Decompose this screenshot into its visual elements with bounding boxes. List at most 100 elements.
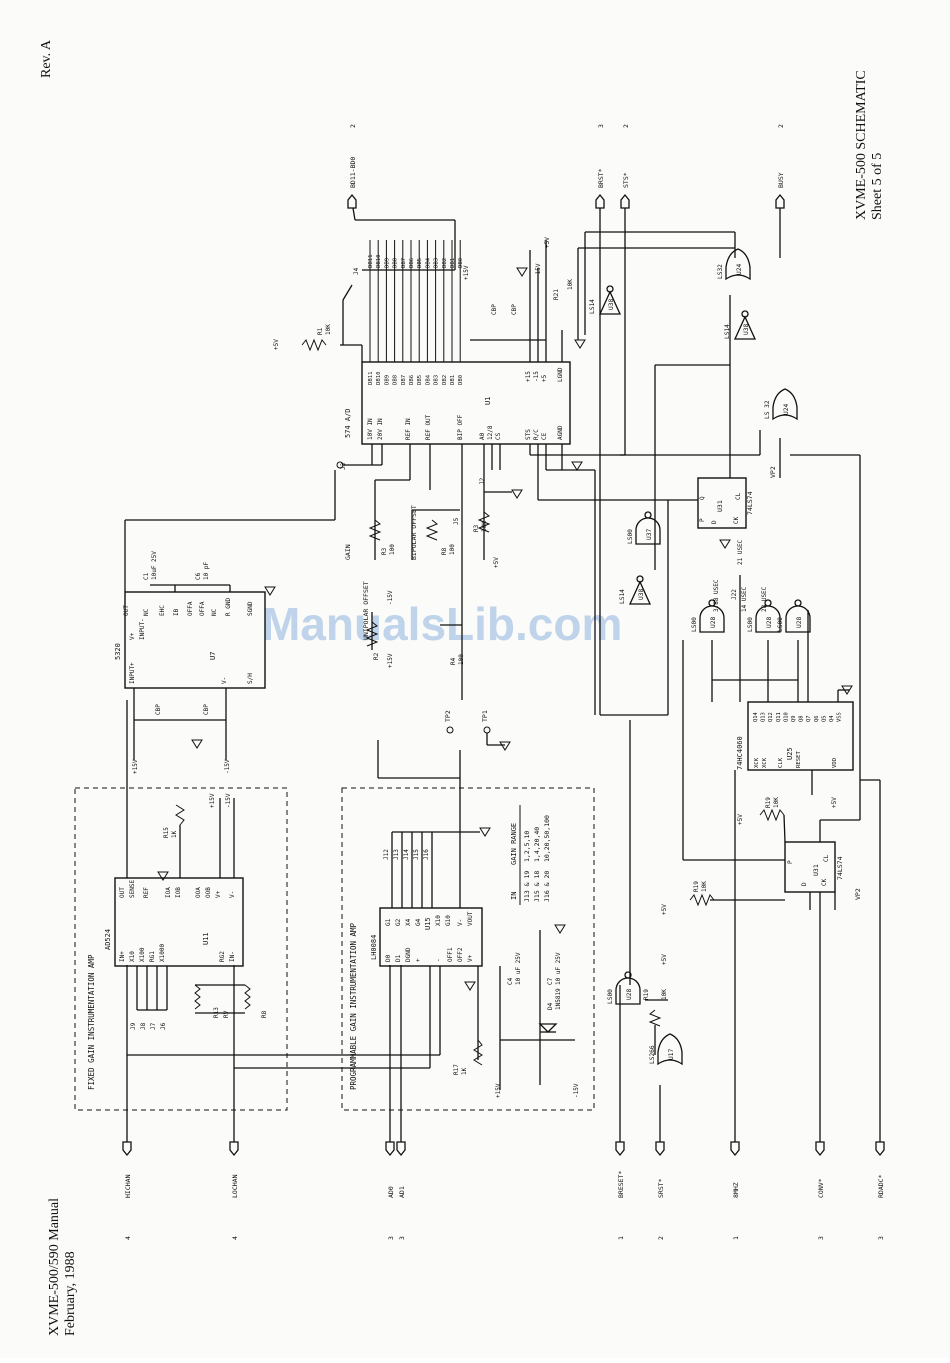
c7-label: C7: [547, 977, 554, 985]
vp2-lower: VP2: [854, 888, 862, 900]
sh-minus15: -15V: [224, 759, 231, 774]
adc574-bit-db5: DB5: [417, 375, 423, 385]
svg-text:P: P: [699, 518, 706, 522]
sh5320-pin-8: EHC: [159, 605, 166, 616]
jumper-j14: J14: [403, 849, 410, 860]
gain-row-2-range: 1,4,20,40: [533, 827, 541, 862]
svg-text:LS266: LS266: [649, 1045, 656, 1064]
adc574-bus-label-db2: DB2: [442, 258, 448, 268]
programmable-gain-frame: [341, 787, 595, 1111]
ad524-ref: AD524: [104, 929, 112, 950]
r3-label: R3: [473, 524, 480, 532]
manual-date: February, 1988: [63, 1251, 78, 1336]
r19-label: R19: [693, 881, 700, 892]
svg-text:4: 4: [124, 1236, 132, 1240]
adc574-pin-14: +15: [525, 371, 532, 382]
lh0084-plus15: +15V: [495, 1083, 502, 1098]
hc4060-lower-pin-1: XCK: [754, 757, 760, 768]
svg-text:2: 2: [349, 124, 357, 128]
sh5320-pin-11: OFFA: [199, 601, 206, 616]
adc574-pin-10: R/C: [533, 429, 540, 440]
r11-label: R15: [163, 827, 170, 838]
unipolar-offset-label: UNIPOLAR OFFSET: [362, 581, 370, 640]
adc574-pin-3: REF IN: [405, 418, 412, 440]
svg-text:2: 2: [657, 1236, 665, 1240]
svg-text:1: 1: [617, 1236, 625, 1240]
flipflop-u31-upper: 74LS74 U31 Q CL P D CK: [697, 477, 754, 529]
svg-text:LS00: LS00: [747, 617, 754, 632]
manual-title: XVME-500/590 Manual: [47, 1198, 62, 1336]
svg-text:LS00: LS00: [691, 617, 698, 632]
adc574-pin-2: 20V IN: [377, 418, 384, 440]
c1-label: R21: [553, 289, 560, 300]
revision-label: Rev. A: [39, 39, 54, 78]
adc-plus5: +5V: [544, 237, 551, 248]
lh0084-pin-8: V+: [467, 954, 474, 962]
adc574-bus-label-db10: DB10: [376, 255, 382, 268]
lh0084-pin-2: D1: [395, 954, 402, 962]
svg-text:RDADC*: RDADC*: [877, 1174, 885, 1198]
svg-text:U24: U24: [783, 404, 790, 415]
lh0084-pin-6: OFF1: [447, 947, 454, 962]
adc574-bit-db7: DB7: [401, 375, 407, 385]
svg-text:SRST*: SRST*: [657, 1178, 665, 1198]
lh0084-pin-16: VOUT: [467, 911, 474, 926]
ad524-pin-10: REF: [143, 887, 150, 898]
hc4060-pin-q10: Q10: [783, 712, 789, 722]
svg-text:2: 2: [622, 124, 630, 128]
adc574-data-bits: DB11DB11DB10DB10DB9DB9DB8DB8DB7DB7DB6DB6…: [368, 240, 464, 385]
svg-text:HICHAN: HICHAN: [124, 1174, 132, 1198]
svg-text:LS00: LS00: [607, 989, 614, 1004]
sh5320-pin-7: NC: [143, 608, 150, 616]
svg-text:CL: CL: [823, 854, 830, 862]
hc4060-pin-q14: Q14: [753, 712, 759, 722]
svg-text:BRESET*: BRESET*: [617, 1171, 625, 1198]
ad524-pin-8: OUT: [119, 887, 126, 898]
sh5320-pin-3: V+: [129, 632, 136, 640]
adc574-bus-label-db8: DB8: [393, 257, 399, 268]
sheet-number: Sheet 5 of 5: [870, 153, 885, 220]
hc4060-pin-q4: Q4: [829, 716, 835, 723]
adc574-bit-db6: DB6: [409, 375, 415, 385]
hc4060-lower-pin-5: VDD: [832, 757, 838, 768]
flipflop-u31-lower: 74LS74 U31 P D CK CL: [784, 841, 844, 893]
sh5320-pin-5: S/H: [247, 673, 254, 684]
svg-text:U28: U28: [626, 989, 633, 1000]
adc574-bit-db11: DB11: [368, 372, 374, 385]
svg-text:1: 1: [732, 1236, 740, 1240]
r3-plus5: +5V: [493, 557, 500, 568]
ad524-pin-14: OOB: [205, 887, 212, 898]
hc4060-pin-q13: Q13: [761, 712, 767, 722]
r15-label: R19: [643, 989, 650, 1000]
adc574-bus-label-db3: DB3: [434, 258, 440, 268]
hc4060-ref: 74HC4060: [736, 736, 744, 770]
sh5320-pin-12: NC: [211, 608, 218, 616]
adc574-name: U1: [484, 397, 492, 405]
lh0084-pin-9: G1: [385, 918, 392, 926]
tp2-label: TP2: [444, 710, 452, 722]
lh0084-pin-3: DGND: [405, 947, 412, 962]
unipolar-minus15: -15V: [387, 590, 394, 605]
svg-text:U28: U28: [710, 617, 717, 628]
lh0084-pin-10: G2: [395, 918, 402, 926]
sh5320-ref: 5320: [114, 643, 122, 660]
lh0084-minus15: -15V: [573, 1083, 580, 1098]
r9-label: R3: [381, 547, 388, 555]
c4-label: C4: [507, 977, 514, 985]
hc4060-pin-q6: Q6: [814, 716, 820, 723]
gate-ls00-u28-1: LS00 U28: [691, 599, 725, 633]
ad524-pin-3: X100: [139, 947, 146, 962]
sh5320-pin-10: OFFA: [187, 601, 194, 616]
adc574-pin-5: BIP OFF: [457, 414, 464, 440]
input-port-conv: CONV*3: [815, 1141, 825, 1240]
u31a-name: U31: [716, 500, 724, 512]
ad524-pin-4: RG1: [149, 951, 156, 962]
lh0084-pin-11: X4: [405, 918, 412, 926]
sh5320-pin-4: V-: [221, 677, 228, 684]
